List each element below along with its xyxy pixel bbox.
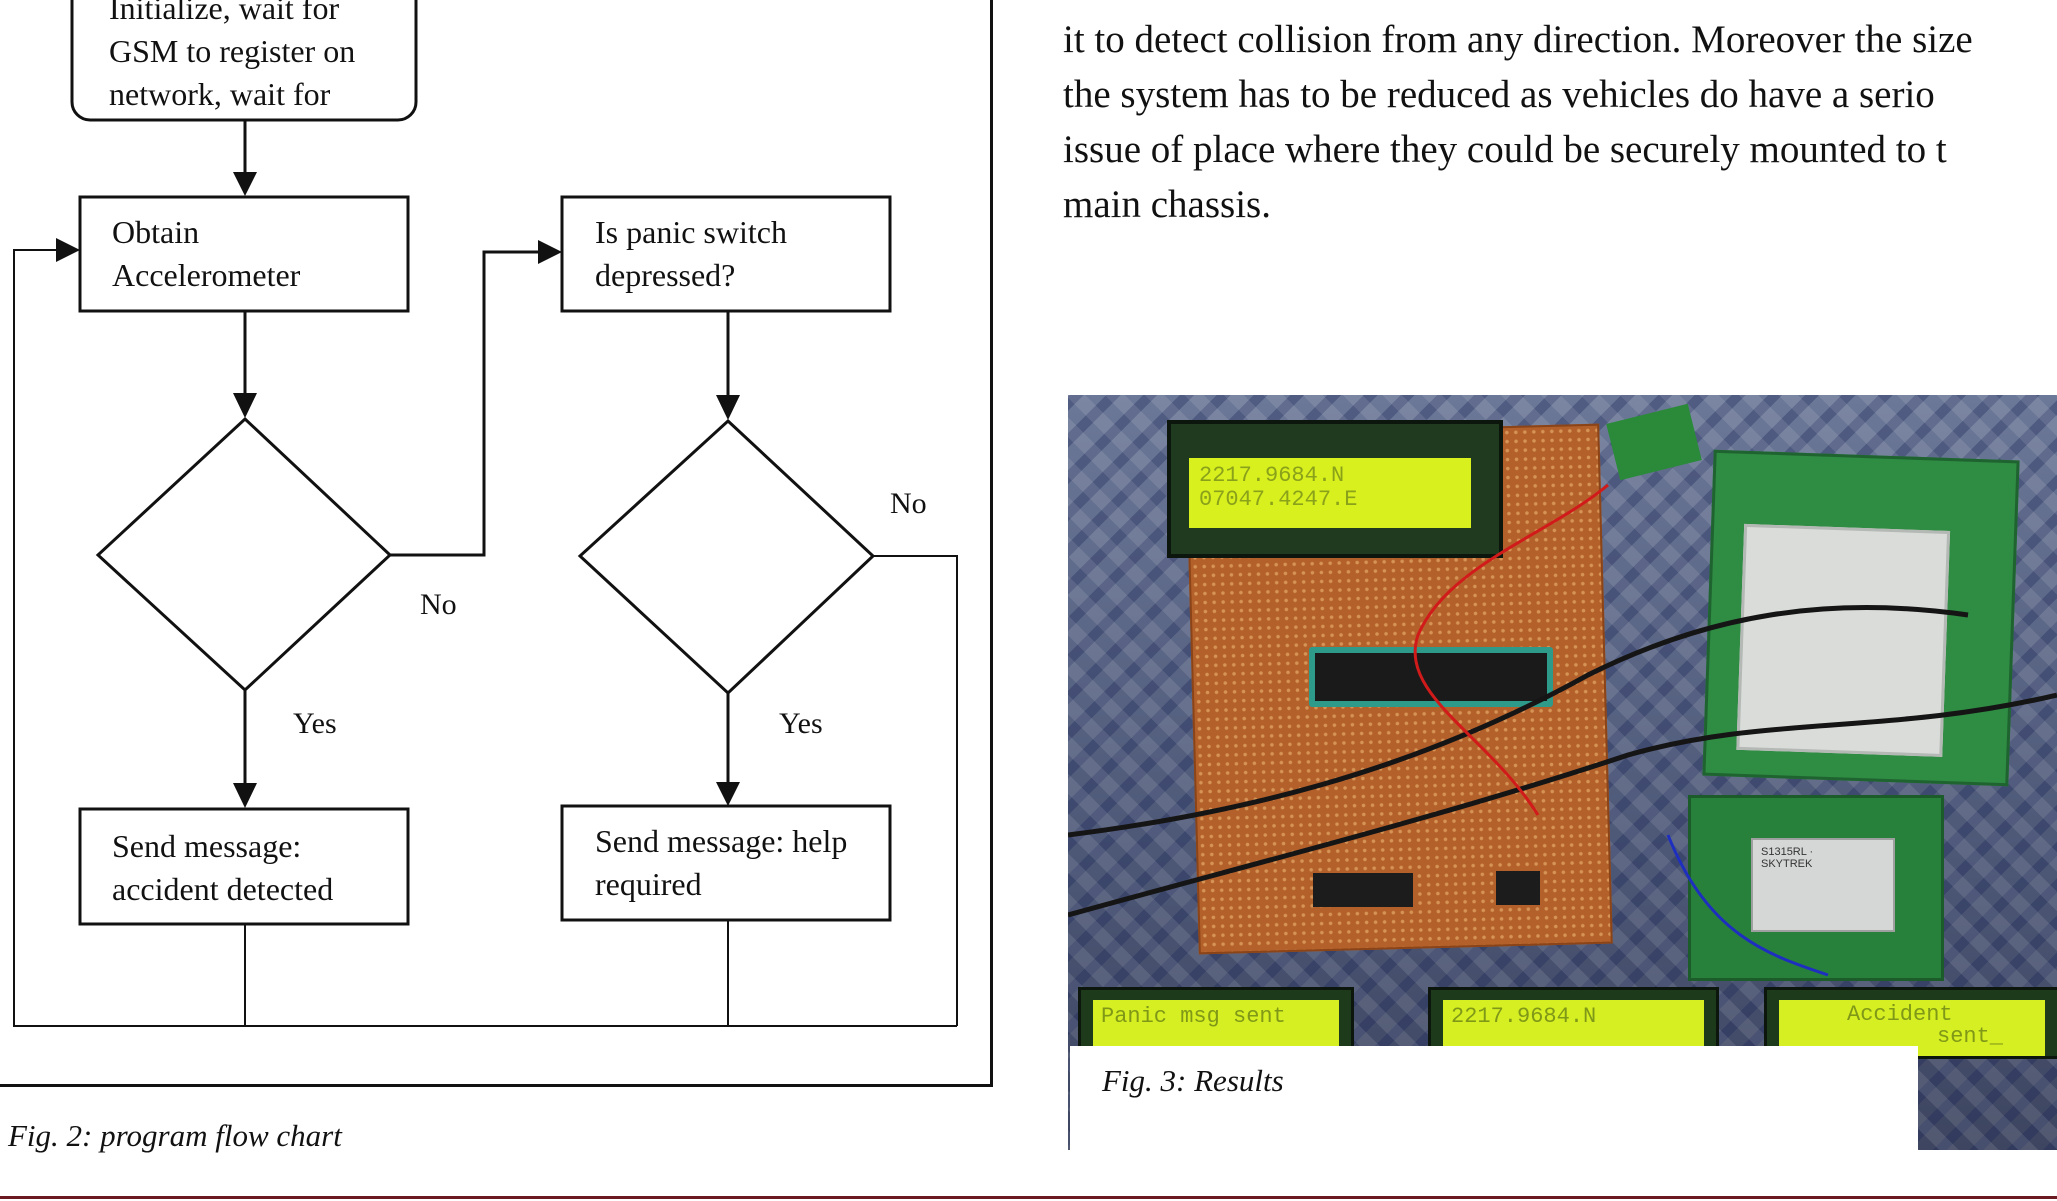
arrowhead-diamond-left: [233, 393, 257, 418]
body-text-line: main chassis.: [1063, 183, 1271, 226]
fig3-caption-box: [1070, 1046, 1918, 1150]
send-accident-box: [78, 807, 410, 926]
obtain-box-line: Obtain: [112, 214, 200, 250]
gps-module: S1315RL · SKYTREK: [1751, 838, 1895, 932]
label-yes-right: Yes: [779, 707, 823, 740]
body-text-line: it to detect collision from any directio…: [1063, 18, 1973, 61]
body-text-line: issue of place where they could be secur…: [1063, 128, 1947, 171]
send-accident-line: Send message:: [112, 828, 302, 864]
wire-black: [1068, 605, 1969, 838]
arrowhead-send-accident: [233, 783, 257, 808]
panic-box-line: depressed?: [595, 257, 736, 293]
obtain-box-line: Accelerometer: [112, 257, 301, 293]
lcd-top-line1: 2217.9684.N: [1199, 463, 1345, 488]
wire-red: [1413, 483, 1609, 816]
arrowhead-send-help: [716, 782, 740, 806]
photo-wires: [1068, 483, 2057, 977]
flowchart-diagram: [13, 0, 958, 1027]
no-path-left: [390, 250, 540, 557]
microcontroller-chip: [1309, 647, 1553, 707]
flowchart-frame: [0, 0, 993, 1087]
decision-diamond-right: [577, 418, 876, 696]
gps-board: S1315RL · SKYTREK: [1688, 795, 1944, 981]
send-help-line: required: [595, 866, 702, 902]
arrowhead-panic: [538, 240, 562, 264]
label-yes-left: Yes: [293, 707, 337, 740]
ic-chip-small: [1313, 873, 1413, 907]
fig3-caption: Fig. 3: Results: [1102, 1063, 1284, 1098]
gps-label: S1315RL · SKYTREK: [1761, 846, 1814, 870]
arrowhead-obtain: [233, 172, 257, 196]
send-help-box: [560, 804, 892, 922]
panic-box-line: Is panic switch: [595, 214, 787, 250]
body-text-line: the system has to be reduced as vehicles…: [1063, 73, 1935, 116]
send-help-line: Send message: help: [595, 823, 848, 859]
decision-diamond-left: [95, 416, 393, 693]
fig2-caption: Fig. 2: program flow chart: [8, 1118, 342, 1153]
init-box-line: GSM to register on: [109, 33, 356, 69]
label-no-right: No: [890, 487, 927, 520]
wire-black: [1068, 692, 2057, 918]
panic-box-text: Is panic switch depressed?: [595, 211, 787, 297]
lcd-top-line2: 07047.4247.E: [1199, 487, 1358, 512]
no-path-right: [873, 555, 958, 1026]
wire-blue: [1666, 834, 1829, 977]
send-accident-line: accident detected: [112, 871, 334, 907]
send-accident-text: Send message: accident detected: [112, 825, 333, 911]
lcd-bottom-right-line1: Accident: [1847, 1002, 1953, 1027]
lcd-screen-top: 2217.9684.N 07047.4247.E: [1189, 458, 1471, 528]
arrowhead-diamond-right: [716, 395, 740, 420]
obtain-box-text: Obtain Accelerometer: [112, 211, 300, 297]
panic-box: [560, 195, 892, 313]
send-help-text: Send message: help required: [595, 820, 847, 906]
lcd-bottom-right-line2: sent_: [1937, 1024, 2004, 1049]
init-box-line: Initialize, wait for: [109, 0, 340, 26]
ic-chip-small: [1496, 871, 1540, 905]
loop-bottom-line: [13, 249, 957, 1027]
obtain-box: [78, 195, 410, 313]
results-photo: 2217.9684.N 07047.4247.E S1315RL · SKYTR…: [1068, 395, 2057, 1150]
lcd-display-top: 2217.9684.N 07047.4247.E: [1167, 420, 1503, 558]
arrowhead-loop-obtain: [56, 238, 80, 262]
footer-rule: [0, 1196, 2057, 1199]
init-box-line: network, wait for: [109, 76, 331, 112]
label-no-left: No: [420, 588, 457, 621]
init-box-text: Initialize, wait for GSM to register on …: [109, 0, 355, 116]
